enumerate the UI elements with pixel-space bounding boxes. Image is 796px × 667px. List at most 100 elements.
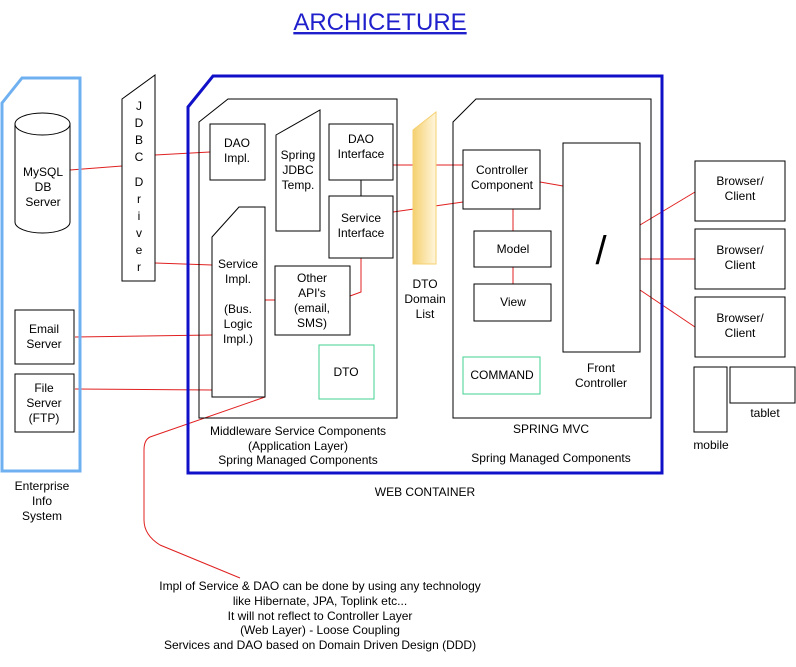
dao-impl-box: DAO Impl. — [209, 123, 266, 181]
dao-interface-label-2: Interface — [338, 147, 385, 161]
middleware-caption-3: Spring Managed Components — [218, 453, 377, 467]
file-label-2: Server — [26, 396, 61, 410]
connector-email-serviceimpl — [74, 334, 213, 338]
command-label: COMMAND — [470, 368, 534, 382]
view-label: View — [500, 295, 526, 309]
file-label-1: File — [34, 381, 54, 395]
note-line-5: Services and DAO based on Domain Driven … — [164, 638, 476, 652]
enterprise-caption-3: System — [22, 509, 62, 523]
jdbc-letter-3: C — [135, 150, 144, 164]
service-interface-label-2: Interface — [338, 226, 385, 240]
enterprise-caption-2: Info — [32, 494, 52, 508]
enterprise-info-system-frame — [0, 76, 82, 473]
connector-front-browser1 — [639, 191, 696, 226]
connector-file-serviceimpl — [74, 388, 213, 391]
service-impl-label-2: Impl. — [225, 272, 251, 286]
tablet-device: tablet — [729, 366, 796, 420]
jdbc-letter-0: J — [136, 99, 142, 113]
note-line-4: (Web Layer) - Loose Coupling — [240, 623, 400, 637]
connector-jdbc-daoimpl — [154, 151, 211, 156]
browser-client-3: Browser/ Client — [694, 296, 786, 358]
connector-controller-frontcontroller — [539, 181, 564, 187]
front-controller-symbol: / — [595, 229, 607, 273]
other-apis-label-2: API's — [298, 286, 326, 300]
note-line-2: like Hibernate, JPA, Toplink etc... — [233, 594, 407, 608]
dto-domain-label-2: Domain — [404, 292, 445, 306]
command-box: COMMAND — [462, 356, 541, 395]
middleware-caption-2: (Application Layer) — [248, 439, 348, 453]
middleware-caption-1: Middleware Service Components — [210, 424, 386, 438]
connector-jdbc-serviceimpl — [154, 262, 213, 266]
browser-3-label-1: Browser/ — [716, 311, 764, 325]
service-interface-box: Service Interface — [328, 195, 394, 259]
dto-domain-caption: DTO Domain List — [404, 277, 445, 321]
spring-jdbc-label-1: Spring — [281, 148, 316, 162]
note-line-1: Impl of Service & DAO can be done by usi… — [159, 579, 481, 593]
jdbc-letter-9: e — [136, 243, 143, 257]
email-label-1: Email — [29, 322, 59, 336]
controller-label-2: Component — [471, 178, 534, 192]
middleware-caption: Middleware Service Components (Applicati… — [210, 424, 386, 467]
front-controller-label-2: Controller — [575, 376, 627, 390]
browser-2-label-2: Client — [725, 258, 756, 272]
other-apis-label-1: Other — [297, 271, 327, 285]
connector-front-browser3 — [639, 289, 696, 328]
middleware-dto-box: DTO — [318, 344, 375, 400]
service-impl-box: Service Impl. (Bus. Logic Impl.) — [211, 206, 266, 398]
mobile-label: mobile — [693, 438, 729, 452]
jdbc-letter-6: r — [137, 192, 141, 206]
jdbc-letter-2: B — [135, 133, 143, 147]
browser-2-label-1: Browser/ — [716, 243, 764, 257]
mobile-device: mobile — [693, 366, 729, 452]
service-impl-label-6: Impl.) — [223, 332, 253, 346]
enterprise-caption: Enterprise Info System — [15, 479, 70, 523]
view-box: View — [473, 283, 552, 322]
dao-interface-label-1: DAO — [348, 132, 374, 146]
file-label-3: (FTP) — [29, 411, 60, 425]
controller-component-box: Controller Component — [462, 149, 541, 210]
middleware-frame — [198, 98, 398, 419]
note-line-3: It will not reflect to Controller Layer — [228, 609, 413, 623]
diagram-title: ARCHICETURE — [293, 9, 466, 36]
other-apis-label-3: (email, — [294, 301, 330, 315]
mysql-db-server: MySQL DB Server — [14, 112, 71, 234]
connector-mysql-jdbc — [69, 165, 123, 171]
web-container-frame — [186, 74, 664, 475]
connector-serviceinterface-otherapis — [349, 258, 362, 297]
spring-jdbc-label-2: JDBC — [282, 163, 314, 177]
dao-impl-label-1: DAO — [224, 136, 250, 150]
model-box: Model — [473, 230, 552, 268]
spring-mvc-frame — [452, 98, 652, 419]
spring-mvc-label: SPRING MVC — [513, 422, 589, 436]
browser-1-label-1: Browser/ — [716, 174, 764, 188]
front-controller-box: / — [562, 142, 641, 353]
dto-domain-bar — [412, 110, 437, 265]
mysql-label-2: DB — [35, 180, 52, 194]
jdbc-letter-8: v — [136, 226, 142, 240]
jdbc-letter-5: D — [135, 175, 144, 189]
email-label-2: Server — [26, 337, 61, 351]
middleware-dto-label: DTO — [333, 365, 358, 379]
enterprise-caption-1: Enterprise — [15, 479, 70, 493]
mysql-label-1: MySQL — [23, 165, 63, 179]
browser-client-2: Browser/ Client — [694, 228, 786, 290]
tablet-label: tablet — [750, 406, 780, 420]
spring-mvc-managed-label: Spring Managed Components — [471, 451, 630, 465]
service-impl-label-5: Logic — [224, 317, 253, 331]
front-controller-label-1: Front — [587, 361, 616, 375]
email-server-box: Email Server — [14, 309, 75, 365]
service-impl-label-4: (Bus. — [224, 302, 252, 316]
dto-domain-label-1: DTO — [412, 277, 437, 291]
spring-jdbc-label-3: Temp. — [282, 178, 315, 192]
other-apis-label-4: SMS) — [297, 316, 327, 330]
dao-impl-label-2: Impl. — [224, 151, 250, 165]
jdbc-driver: J D B C D r i v e r — [121, 74, 156, 282]
jdbc-letter-7: i — [138, 209, 141, 223]
mysql-label-3: Server — [25, 195, 60, 209]
file-server-box: File Server (FTP) — [14, 373, 75, 433]
connector-note-pointer — [143, 396, 266, 579]
jdbc-letter-1: D — [135, 116, 144, 130]
dto-domain-label-3: List — [416, 307, 435, 321]
service-interface-label-1: Service — [341, 211, 381, 225]
